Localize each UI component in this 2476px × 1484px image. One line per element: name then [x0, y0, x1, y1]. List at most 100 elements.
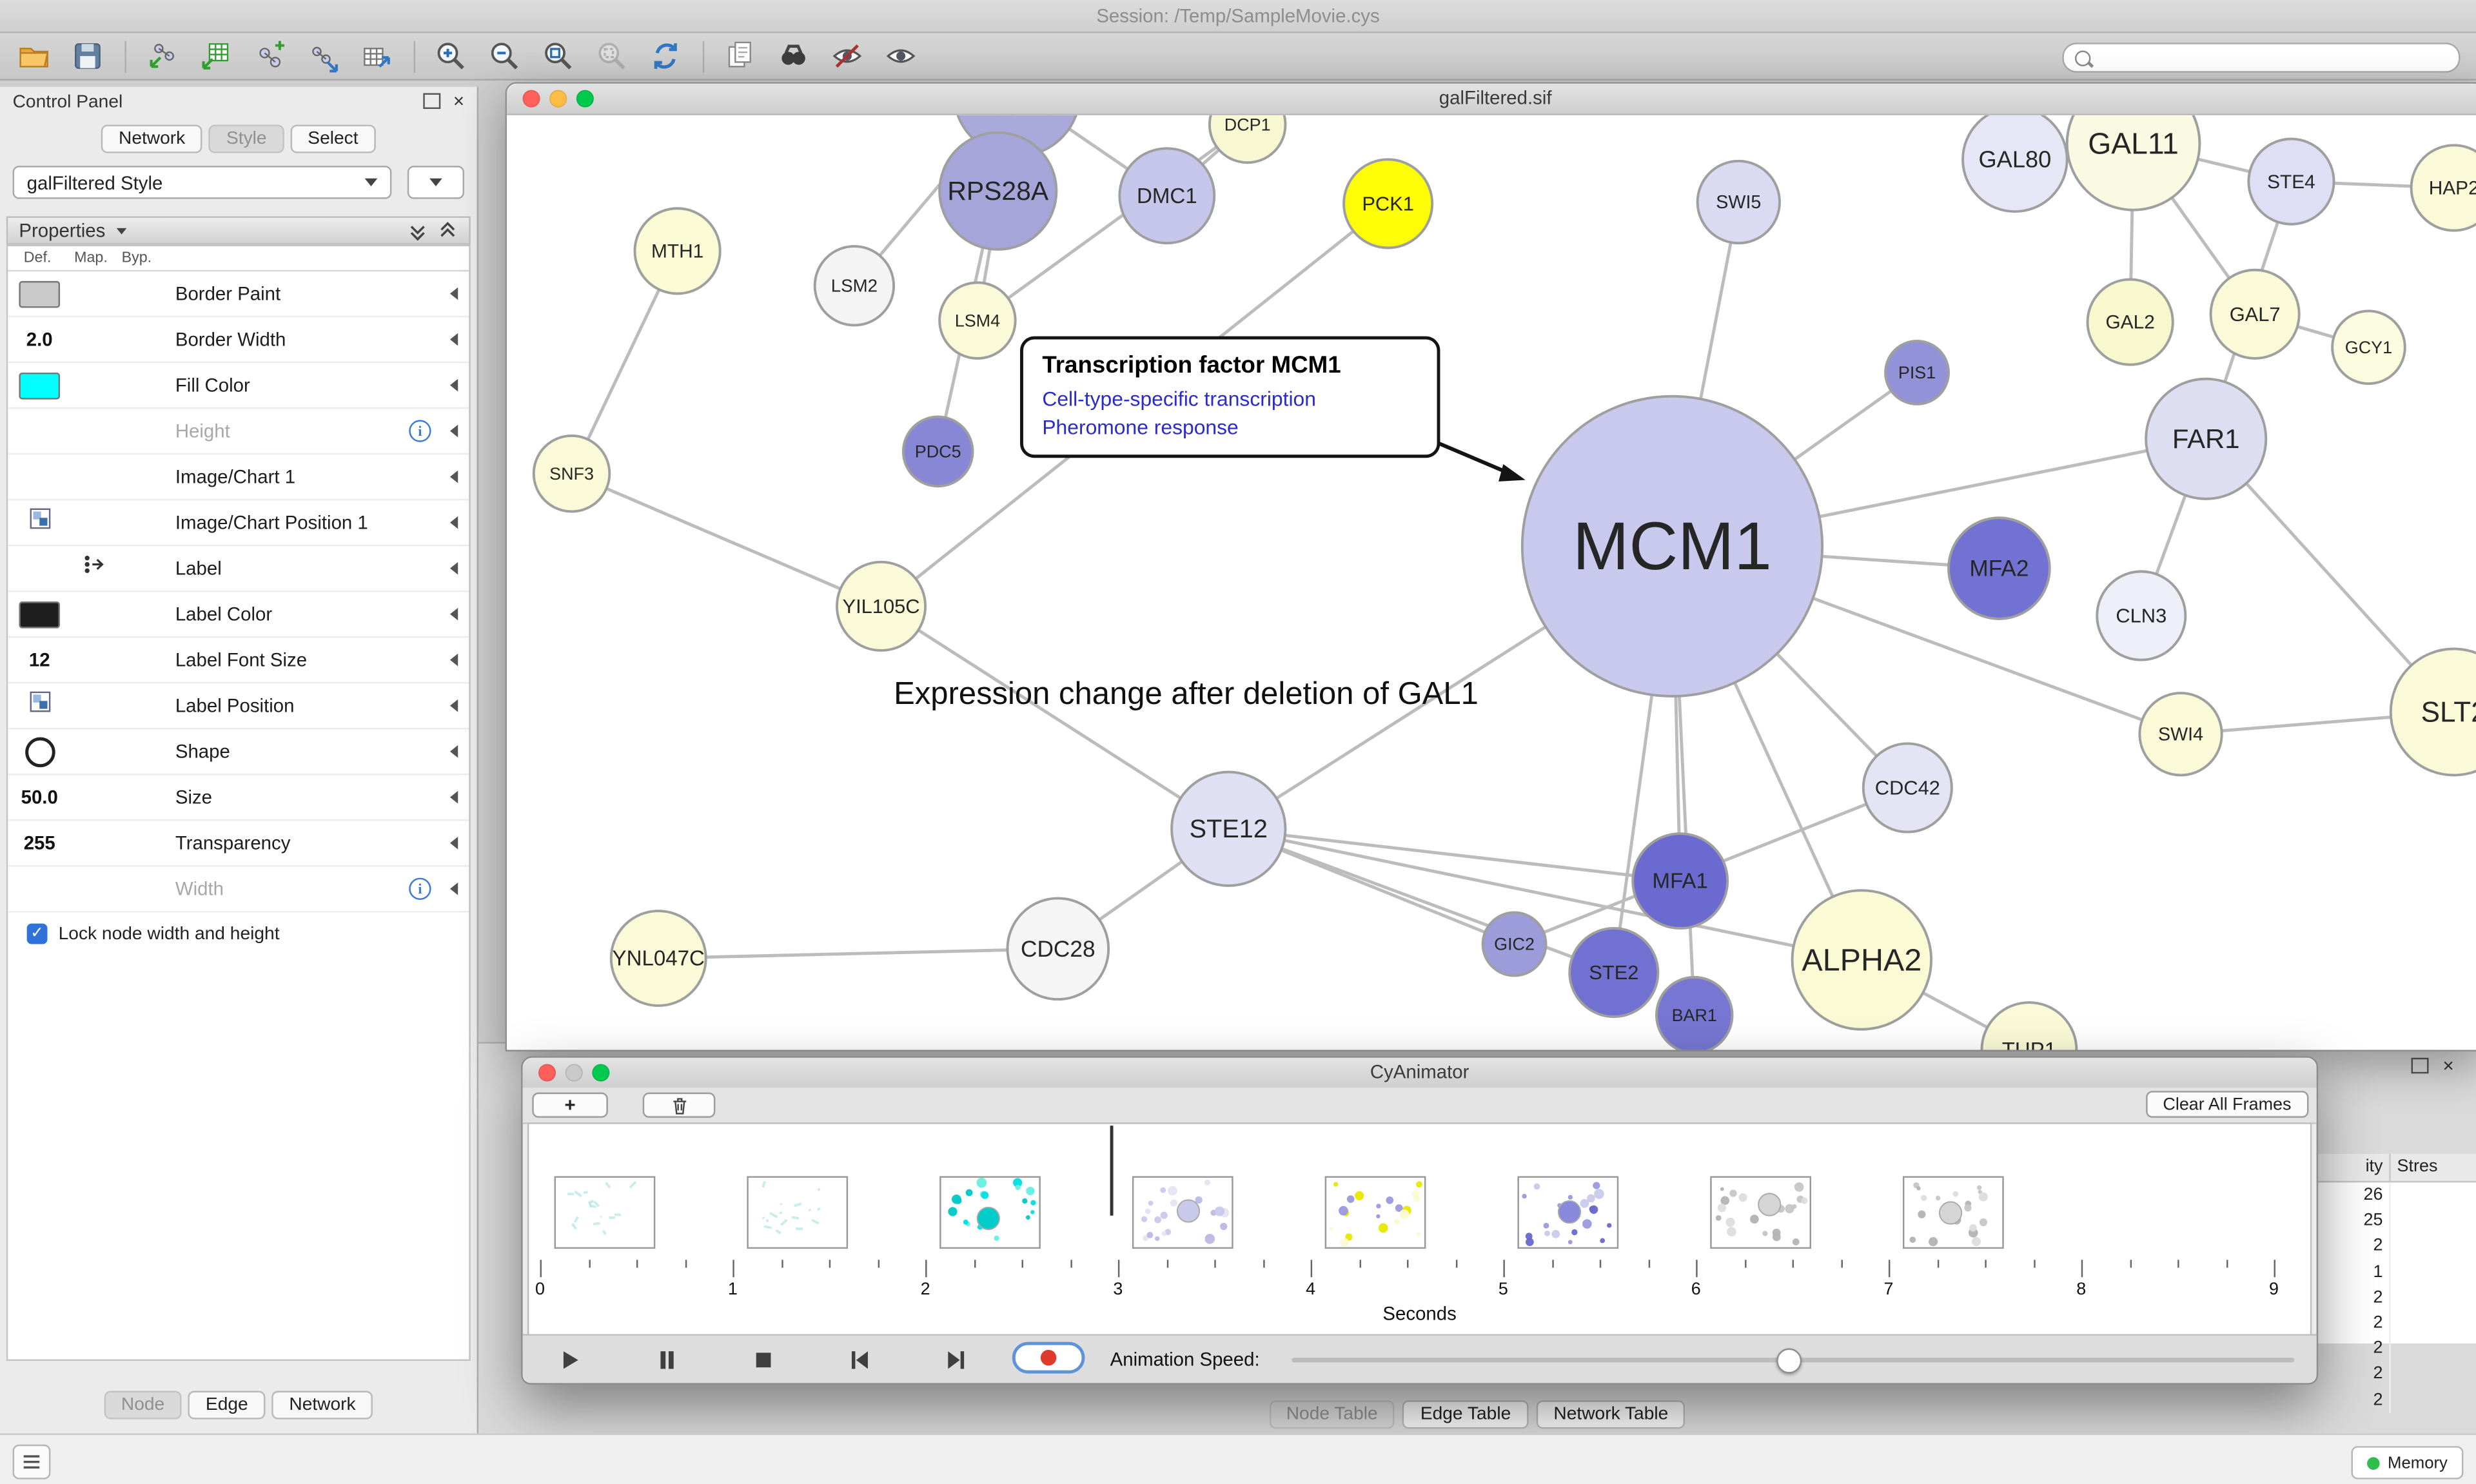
- slider-thumb[interactable]: [1776, 1348, 1802, 1374]
- new-network-button[interactable]: [248, 35, 289, 77]
- clear-all-frames-button[interactable]: Clear All Frames: [2145, 1091, 2309, 1118]
- frame-thumbnail[interactable]: [554, 1176, 656, 1249]
- record-button[interactable]: [1012, 1342, 1085, 1374]
- network-node[interactable]: PIS1: [1884, 340, 1950, 405]
- tab-network-bottom[interactable]: Network: [271, 1391, 373, 1420]
- network-node[interactable]: SWI5: [1696, 159, 1781, 245]
- playhead[interactable]: [1110, 1126, 1113, 1216]
- network-node[interactable]: STE4: [2247, 137, 2335, 226]
- minimize-button[interactable]: [549, 90, 567, 108]
- collapse-arrow-icon[interactable]: [449, 745, 458, 758]
- panel-toggle-button[interactable]: [12, 1444, 51, 1479]
- close-panel-icon[interactable]: ×: [453, 90, 465, 112]
- network-node[interactable]: DMC1: [1118, 147, 1216, 245]
- caption-annotation[interactable]: Expression change after deletion of GAL1: [894, 677, 1479, 712]
- network-node[interactable]: MCM1: [1520, 395, 1824, 698]
- close-panel-icon[interactable]: ×: [2442, 1054, 2454, 1077]
- collapse-arrow-icon[interactable]: [449, 836, 458, 850]
- network-node[interactable]: CDC28: [1006, 897, 1110, 1001]
- property-row[interactable]: Image/Chart 1: [8, 454, 469, 501]
- annotation-box[interactable]: Transcription factor MCM1 Cell-type-spec…: [1020, 336, 1440, 458]
- network-node[interactable]: PCK1: [1342, 158, 1434, 249]
- network-node[interactable]: GAL2: [2086, 278, 2174, 366]
- lock-node-size-checkbox[interactable]: ✓ Lock node width and height: [8, 912, 469, 944]
- collapse-arrow-icon[interactable]: [449, 378, 458, 392]
- network-node[interactable]: DCP1: [1208, 115, 1287, 164]
- network-node[interactable]: MFA2: [1947, 516, 2051, 620]
- network-canvas[interactable]: RPS28BDCP1RPS28ADMC1PCK1SWI5GAL80GAL11ST…: [507, 115, 2476, 1050]
- save-session-button[interactable]: [66, 35, 108, 77]
- position-icon[interactable]: [29, 691, 50, 720]
- network-node[interactable]: CDC42: [1862, 742, 1953, 834]
- network-edge[interactable]: [658, 947, 1058, 960]
- network-node[interactable]: LSM2: [813, 245, 896, 327]
- mapping-icon[interactable]: [83, 554, 107, 583]
- ellipse-shape-icon[interactable]: [24, 736, 55, 766]
- network-node[interactable]: YNL047C: [609, 910, 707, 1007]
- close-button[interactable]: [538, 1064, 556, 1082]
- frame-thumbnail[interactable]: [939, 1176, 1041, 1249]
- add-frame-button[interactable]: +: [532, 1092, 608, 1118]
- table-row[interactable]: 2: [2318, 1361, 2476, 1387]
- table-row[interactable]: 2: [2318, 1233, 2476, 1260]
- network-node[interactable]: GAL7: [2209, 268, 2301, 360]
- style-selector[interactable]: galFiltered Style: [12, 166, 392, 199]
- collapse-arrow-icon[interactable]: [449, 333, 458, 346]
- style-options-button[interactable]: [407, 166, 465, 199]
- tab-select[interactable]: Select: [290, 124, 376, 153]
- float-panel-icon[interactable]: [2411, 1057, 2429, 1074]
- network-node[interactable]: PDC5: [901, 415, 974, 488]
- skip-start-button[interactable]: [827, 1343, 890, 1375]
- import-network-button[interactable]: [141, 35, 182, 77]
- network-node[interactable]: HAP2: [2410, 144, 2476, 232]
- tab-edge[interactable]: Edge: [188, 1391, 266, 1420]
- info-icon[interactable]: i: [409, 877, 431, 900]
- property-row[interactable]: Label Color: [8, 592, 469, 638]
- hide-graphics-button[interactable]: [826, 35, 867, 77]
- property-row[interactable]: Image/Chart Position 1: [8, 500, 469, 547]
- annotation-link[interactable]: Cell-type-specific transcription: [1042, 386, 1316, 411]
- network-node[interactable]: STE12: [1170, 770, 1287, 887]
- frame-thumbnail[interactable]: [1710, 1176, 1811, 1249]
- property-row[interactable]: Border Paint: [8, 271, 469, 318]
- tab-network[interactable]: Network: [101, 124, 203, 153]
- network-node[interactable]: MTH1: [633, 207, 722, 295]
- zoom-button[interactable]: [576, 90, 594, 108]
- tab-network-table[interactable]: Network Table: [1536, 1400, 1686, 1429]
- network-node[interactable]: SWI4: [2138, 692, 2223, 777]
- network-node[interactable]: YIL105C: [836, 560, 927, 652]
- network-node[interactable]: LSM4: [938, 281, 1017, 360]
- tab-node[interactable]: Node: [103, 1391, 182, 1420]
- close-button[interactable]: [522, 90, 540, 108]
- export-table-button[interactable]: [355, 35, 397, 77]
- network-node[interactable]: SLT2: [2389, 647, 2476, 777]
- property-row[interactable]: Label: [8, 546, 469, 592]
- export-network-button[interactable]: [302, 35, 343, 77]
- property-row[interactable]: Shape: [8, 729, 469, 776]
- property-row[interactable]: Label Position: [8, 683, 469, 730]
- skip-end-button[interactable]: [924, 1343, 987, 1375]
- zoom-fit-button[interactable]: [537, 35, 578, 77]
- table-column-header[interactable]: ity: [2318, 1154, 2391, 1181]
- search-input[interactable]: [2098, 46, 2448, 69]
- collapse-arrow-icon[interactable]: [449, 470, 458, 483]
- info-icon[interactable]: i: [409, 420, 431, 442]
- zoom-out-button[interactable]: [483, 35, 524, 77]
- network-node[interactable]: BAR1: [1655, 975, 1734, 1050]
- network-edge[interactable]: [1228, 827, 1615, 974]
- frame-thumbnail[interactable]: [1324, 1176, 1426, 1249]
- collapse-arrow-icon[interactable]: [449, 516, 458, 529]
- network-edge[interactable]: [1228, 827, 1680, 883]
- table-row[interactable]: 2: [2318, 1310, 2476, 1336]
- open-session-button[interactable]: [13, 35, 54, 77]
- zoom-selected-button[interactable]: [591, 35, 632, 77]
- network-node[interactable]: GAL11: [2065, 115, 2201, 211]
- network-node[interactable]: CLN3: [2096, 570, 2187, 661]
- network-node[interactable]: ALPHA2: [1791, 889, 1933, 1031]
- collapse-arrow-icon[interactable]: [449, 699, 458, 712]
- network-node[interactable]: GAL80: [1961, 115, 2068, 213]
- table-row[interactable]: 1: [2318, 1259, 2476, 1285]
